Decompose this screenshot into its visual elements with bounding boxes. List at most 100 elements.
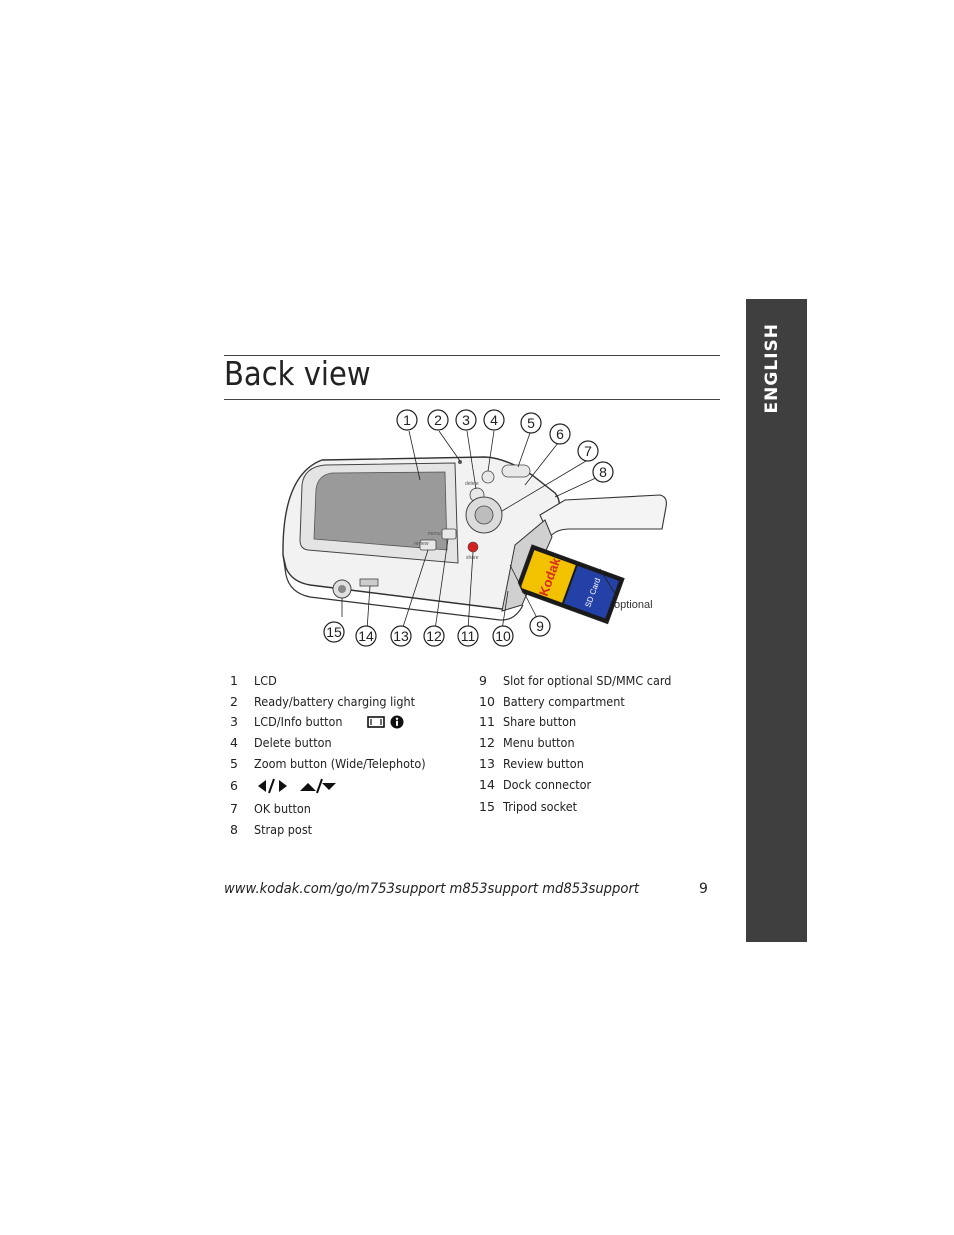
share-button — [467, 541, 479, 553]
legend-number: 7 — [230, 800, 238, 816]
support-url: www.kodak.com/go/m753support m853support… — [224, 881, 640, 897]
legend-text: Slot for optional SD/MMC card — [503, 672, 672, 688]
menu-label: menu — [428, 531, 441, 537]
legend-number: 12 — [479, 735, 495, 751]
legend-text: Ready/battery charging light — [254, 693, 416, 709]
side-tab-label: ENGLISH — [762, 323, 782, 414]
ok-button — [474, 505, 494, 525]
callout-2: 2 — [427, 409, 449, 431]
callout-12: 12 — [423, 625, 445, 647]
legend-item: 3 LCD/Info button — [230, 712, 445, 733]
info-icon — [390, 715, 404, 729]
legend-number: 8 — [230, 821, 238, 837]
svg-text:13: 13 — [393, 628, 409, 644]
legend-left-column: 1 LCD 2 Ready/battery charging light 3 L… — [230, 670, 445, 840]
up-down-arrows-icon — [300, 778, 336, 794]
callout-13: 13 — [390, 625, 412, 647]
legend-item: 12 Menu button — [479, 732, 690, 753]
legend-text: LCD/Info button — [254, 714, 343, 730]
delete-button — [481, 470, 495, 484]
legend-number: 11 — [479, 714, 495, 730]
battery-door — [539, 494, 667, 539]
legend-item: 14 Dock connector — [479, 774, 690, 795]
sd-card: Kodak SD Card — [517, 544, 625, 625]
svg-text:14: 14 — [358, 628, 374, 644]
svg-text:1: 1 — [403, 412, 411, 428]
svg-text:10: 10 — [495, 628, 511, 644]
legend-number: 9 — [479, 672, 487, 688]
svg-text:15: 15 — [326, 624, 342, 640]
callout-6: 6 — [549, 423, 571, 445]
legend-text: Menu button — [503, 735, 575, 751]
review-label: review — [414, 541, 429, 547]
legend-text: Dock connector — [503, 776, 592, 792]
legend-item: 5 Zoom button (Wide/Telephoto) — [230, 753, 445, 774]
legend-item: 6 — [230, 774, 445, 798]
title-bottom-rule — [224, 399, 720, 400]
zoom-button — [501, 464, 531, 478]
legend-text: LCD — [254, 672, 277, 688]
callout-8: 8 — [592, 461, 614, 483]
page-title: Back view — [224, 354, 371, 393]
svg-text:12: 12 — [426, 628, 442, 644]
callout-9: 9 — [529, 615, 551, 637]
legend-item: 9 Slot for optional SD/MMC card — [479, 670, 690, 691]
legend-text: Delete button — [254, 735, 332, 751]
callout-5: 5 — [520, 412, 542, 434]
svg-text:6: 6 — [556, 426, 564, 442]
legend-item: 13 Review button — [479, 753, 690, 774]
legend-number: 15 — [479, 799, 495, 815]
title-top-rule — [224, 355, 720, 356]
legend-item: 1 LCD — [230, 670, 445, 691]
callout-3: 3 — [455, 409, 477, 431]
legend-number: 3 — [230, 714, 238, 730]
tripod-socket-hole — [338, 585, 346, 593]
svg-text:8: 8 — [599, 464, 607, 480]
svg-text:2: 2 — [434, 412, 442, 428]
callout-10: 10 — [492, 625, 514, 647]
legend-text: Battery compartment — [503, 693, 625, 709]
left-right-arrows-icon — [258, 778, 287, 794]
legend-text: Tripod socket — [503, 799, 578, 815]
legend-number: 14 — [479, 776, 495, 792]
svg-text:4: 4 — [490, 412, 498, 428]
camera-bottom-edge — [282, 554, 524, 621]
callout-15: 15 — [323, 621, 345, 643]
svg-text:5: 5 — [527, 415, 535, 431]
language-side-tab: ENGLISH — [746, 299, 807, 942]
ready-light — [458, 460, 462, 464]
legend-item: 7 OK button — [230, 798, 445, 819]
camera-illustration: delete menu review share Kodak SD Card o… — [282, 409, 667, 647]
legend-right-column: 9 Slot for optional SD/MMC card 10 Batte… — [479, 670, 690, 819]
callout-leader-lines — [341, 430, 618, 631]
legend-number: 6 — [230, 778, 238, 794]
legend-item: 2 Ready/battery charging light — [230, 691, 445, 712]
callout-11: 11 — [457, 625, 479, 647]
legend-item: 10 Battery compartment — [479, 691, 690, 712]
callout-7: 7 — [577, 440, 599, 462]
legend-text: Zoom button (Wide/Telephoto) — [254, 756, 426, 772]
svg-text:7: 7 — [584, 443, 592, 459]
legend-item: 11 Share button — [479, 712, 690, 733]
legend-item: 15 Tripod socket — [479, 795, 690, 819]
optional-label: optional — [614, 599, 653, 611]
legend-text: Strap post — [254, 821, 313, 837]
legend-item: 8 Strap post — [230, 819, 445, 840]
menu-button — [441, 528, 457, 540]
dock-connector — [359, 578, 379, 587]
lcd-screen — [313, 471, 448, 551]
svg-text:9: 9 — [536, 618, 544, 634]
callout-4: 4 — [483, 409, 505, 431]
legend-text: Share button — [503, 714, 577, 730]
legend-text: Review button — [503, 756, 584, 772]
svg-text:3: 3 — [462, 412, 470, 428]
legend-number: 5 — [230, 756, 238, 772]
legend-number: 13 — [479, 756, 495, 772]
legend-number: 10 — [479, 693, 495, 709]
legend-number: 4 — [230, 735, 238, 751]
legend-number: 2 — [230, 693, 238, 709]
svg-text:11: 11 — [461, 628, 476, 644]
callout-14: 14 — [355, 625, 377, 647]
legend-item: 4 Delete button — [230, 732, 445, 753]
callout-1: 1 — [396, 409, 418, 431]
